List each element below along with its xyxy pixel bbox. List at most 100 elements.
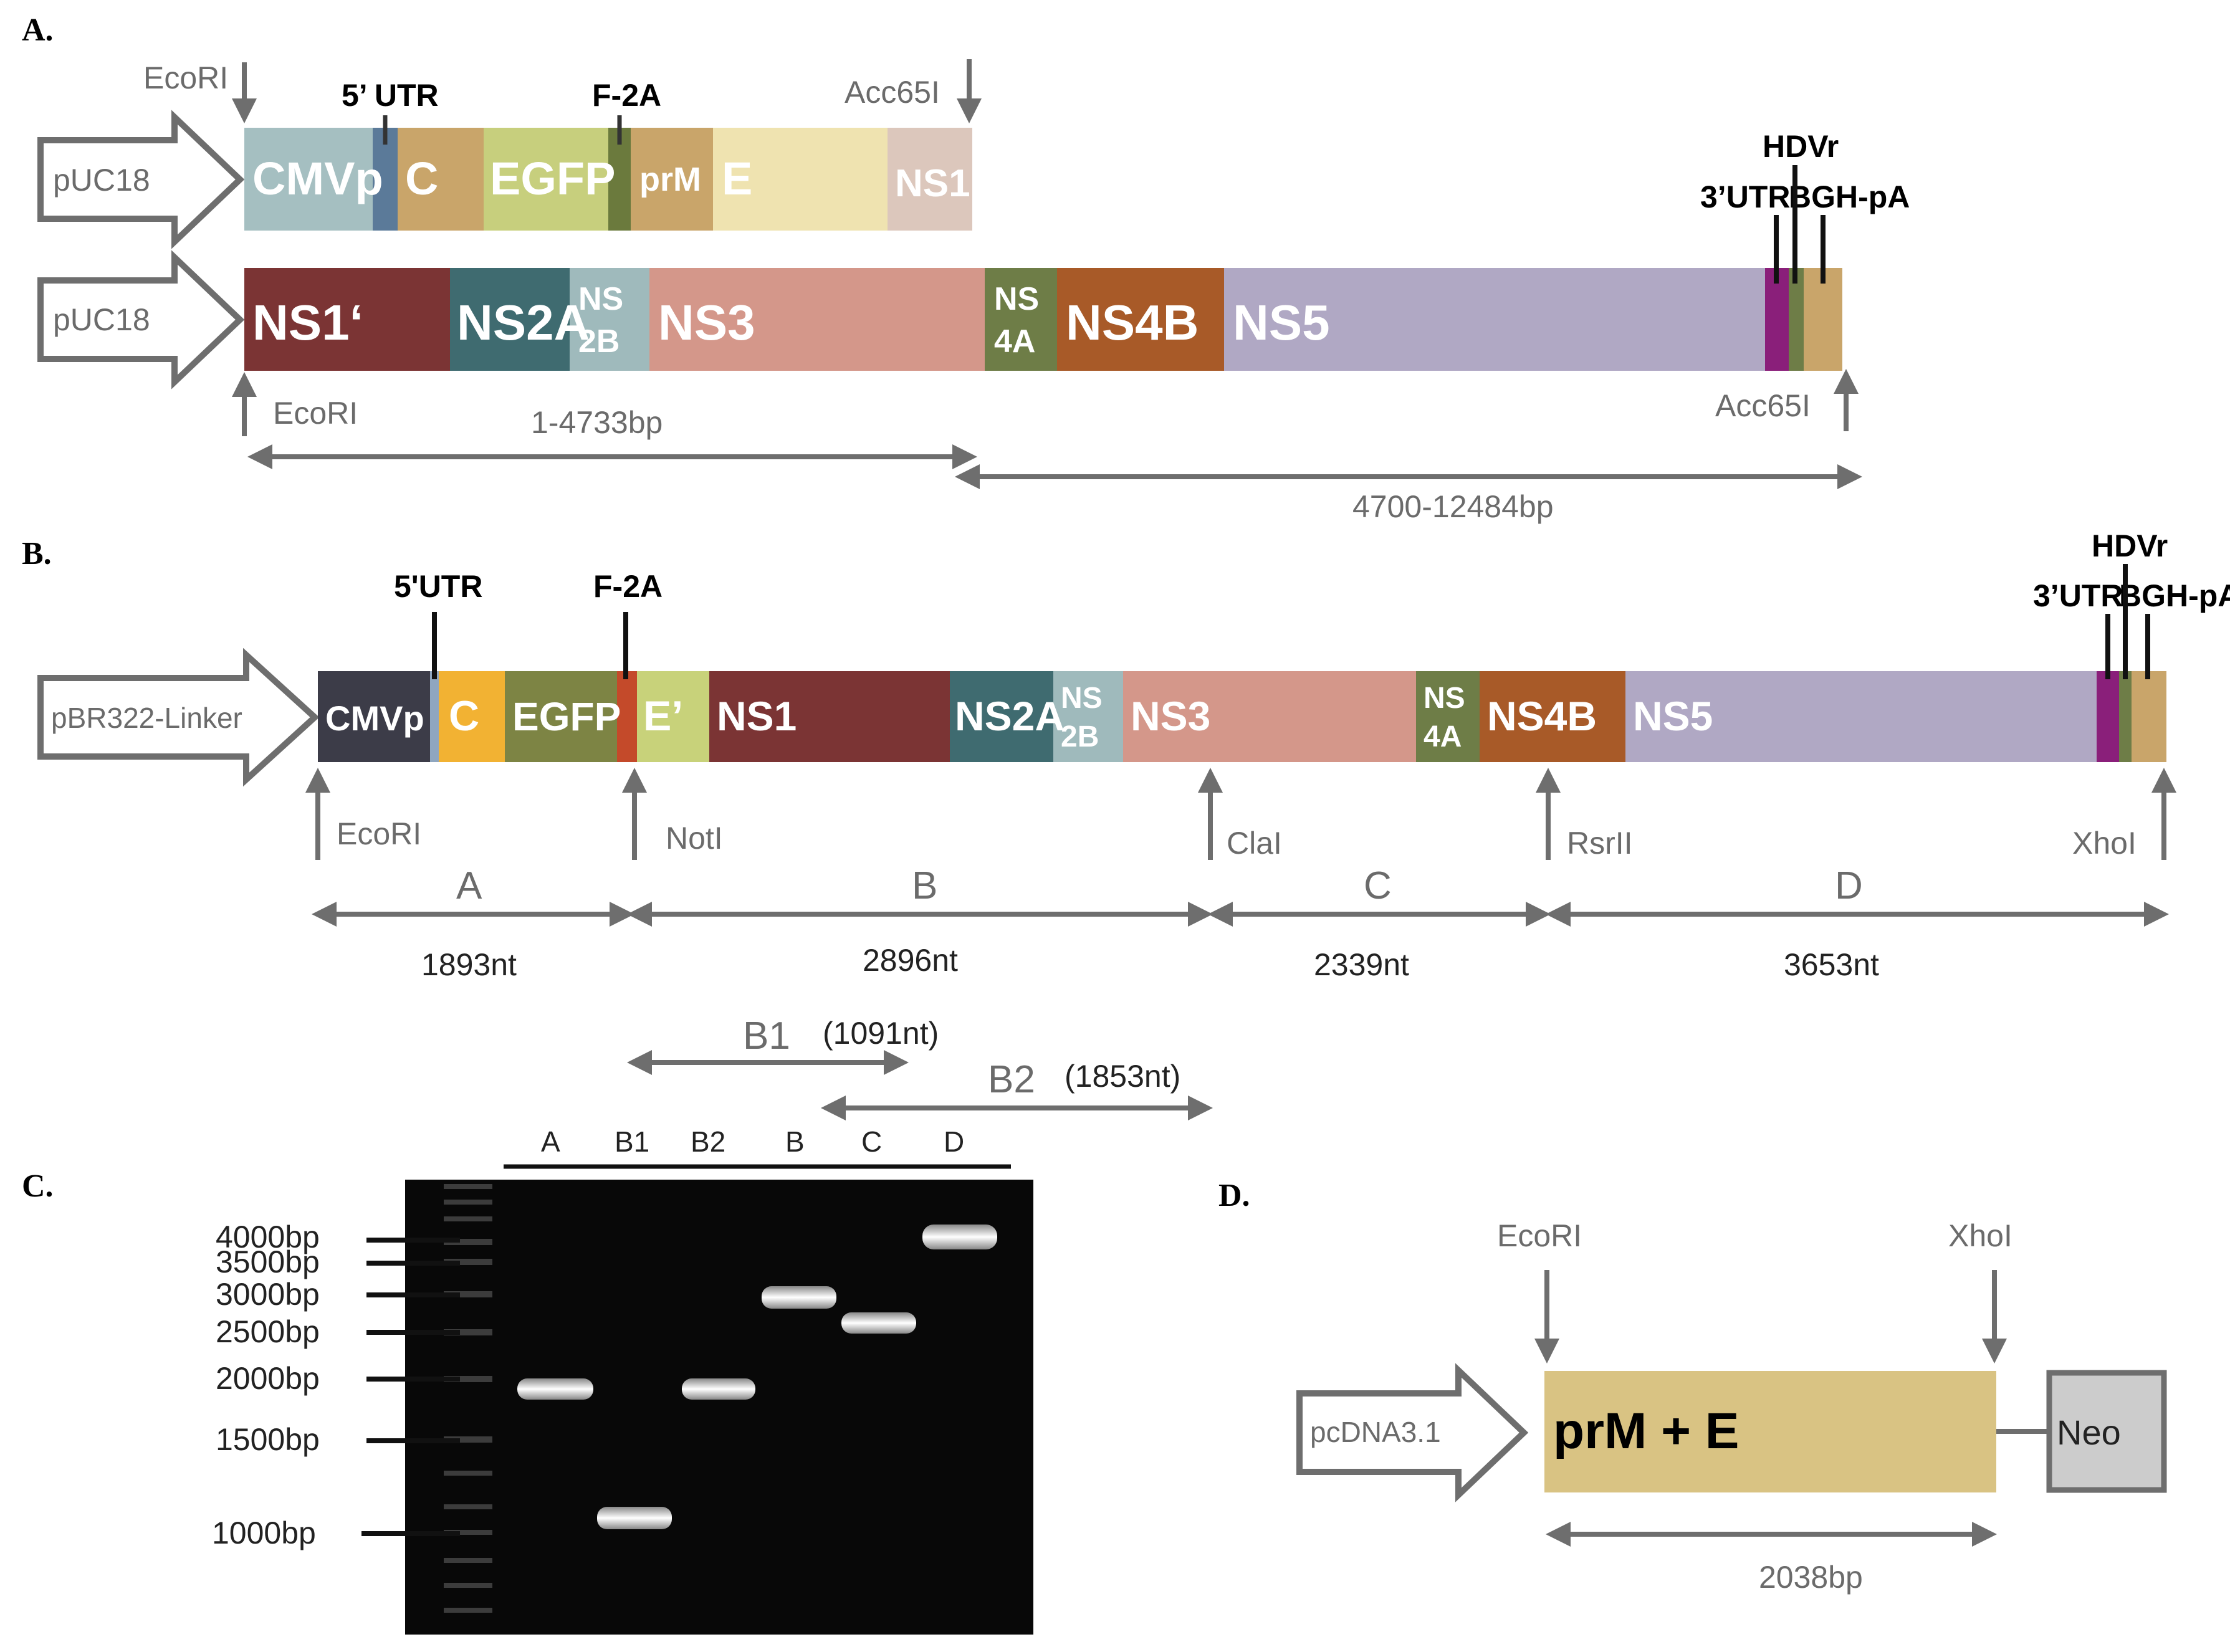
segment-label: NS1’ (895, 162, 981, 205)
segment-3utr (2097, 671, 2119, 762)
label-bgh-pa: BGH-pA (2119, 578, 2230, 613)
site-noti: NotI (666, 821, 723, 856)
label-5utr: 5’ UTR (342, 78, 439, 113)
segment-e (713, 128, 888, 231)
fragment-length: 2339nt (1314, 947, 1409, 982)
segment-label: NS3 (658, 295, 755, 350)
segment-egfp (505, 671, 617, 762)
segment-ns3 (1123, 671, 1416, 762)
segment-label: 2B (578, 323, 620, 360)
size-markers: 4000bp 3500bp 3000bp 2500bp 2000bp 1500b… (212, 1220, 460, 1550)
label-f2a: F-2A (593, 569, 663, 604)
segment-label: CMVp (252, 153, 383, 204)
fragment-name: C (1364, 864, 1392, 907)
marker-label: 3500bp (216, 1244, 320, 1279)
segment-ns4a (985, 268, 1057, 371)
panel-label-b: B. (22, 536, 52, 571)
subfragment-name: B2 (988, 1058, 1035, 1101)
site-clai: ClaI (1227, 826, 1282, 861)
vector-label: pcDNA3.1 (1310, 1416, 1441, 1448)
fragment-name: B (912, 864, 937, 907)
segment-ns1 (709, 671, 950, 762)
segment-hdvr (2119, 671, 2132, 762)
fragment-length: 3653nt (1784, 947, 1879, 982)
fragment-name: A (456, 864, 482, 907)
subfragment-length: (1091nt) (823, 1016, 939, 1051)
segment-f2a (617, 671, 637, 762)
marker-label: 1500bp (216, 1422, 320, 1457)
subfragment-name: B1 (743, 1015, 790, 1058)
neo-label: Neo (2057, 1413, 2121, 1452)
lane-label: D (944, 1125, 964, 1158)
label-hdvr: HDVr (1763, 129, 1839, 164)
segment-e-partial (637, 671, 709, 762)
segment-5utr (373, 128, 398, 231)
segment-label: NS (1061, 682, 1103, 715)
band-c (841, 1312, 916, 1334)
segment-label: CMVp (325, 699, 424, 738)
marker-label: 2000bp (216, 1361, 320, 1396)
segment-label: NS (578, 281, 623, 317)
vector-arrow-b (37, 647, 320, 787)
vector-arrow-a-bottom (37, 250, 245, 389)
segment-ns4b (1057, 268, 1224, 371)
segment-ns2a (950, 671, 1053, 762)
segment-label: EGFP (490, 153, 615, 204)
vector-arrow-d (1296, 1363, 1529, 1502)
segment-ns5 (1625, 671, 2097, 762)
marker-label: 2500bp (216, 1314, 320, 1349)
lane-label: B2 (691, 1125, 725, 1158)
segment-label: 4A (994, 323, 1035, 360)
segment-label: E’ (643, 692, 683, 740)
marker-label: 4000bp (216, 1220, 320, 1254)
segment-ns2b (1053, 671, 1123, 762)
fragment-length: 1893nt (421, 947, 517, 982)
site-ecori: EcoRI (337, 816, 421, 851)
segment-label: EGFP (512, 694, 621, 739)
segment-label: C (449, 692, 479, 740)
site-ecori: EcoRI (143, 60, 228, 95)
range-label: 1-4733bp (531, 405, 663, 440)
lane-label: B (785, 1125, 805, 1158)
segment-ns4a (1416, 671, 1480, 762)
segment-label: NS2A (955, 693, 1065, 739)
segment-label: C (405, 153, 438, 204)
label-3utr: 3’UTR (2033, 578, 2123, 613)
segment-label: E (722, 153, 752, 204)
panel-label-a: A. (22, 12, 54, 48)
segment-label: NS4B (1487, 693, 1597, 739)
construct-a-top: CMVp C EGFP prM E NS1’ (244, 128, 981, 231)
site-xhoi: XhoI (2072, 826, 2137, 861)
site-ecori: EcoRI (273, 396, 358, 431)
gel-background (405, 1180, 1033, 1635)
band-b (762, 1286, 836, 1309)
segment-label: NS (994, 281, 1039, 317)
vector-arrow-a-top (37, 110, 245, 249)
segment-hdvr (1789, 268, 1804, 371)
segment-label: NS3 (1131, 693, 1210, 739)
label-f2a: F-2A (592, 78, 661, 113)
construct-b: CMVp C EGFP E’ NS1 NS2A NS 2B NS3 NS 4A … (318, 671, 2166, 762)
band-b2 (682, 1378, 755, 1400)
vector-label: pUC18 (53, 163, 150, 198)
construct-a-bottom: NS1‘ NS2A NS 2B NS3 NS 4A NS4B NS5 (244, 268, 1842, 371)
marker-label: 1000bp (212, 1516, 316, 1550)
site-acc65i: Acc65I (845, 75, 940, 110)
segment-c (439, 671, 505, 762)
lane-label: C (861, 1125, 882, 1158)
segment-bgh-pa (2132, 671, 2166, 762)
vector-label: pBR322-Linker (51, 702, 242, 734)
segment-ns1-partial (888, 128, 972, 231)
band-d (922, 1225, 997, 1249)
label-hdvr: HDVr (2092, 528, 2168, 563)
segment-ns2a (450, 268, 570, 371)
segment-ns5 (1224, 268, 1765, 371)
marker-label: 3000bp (216, 1277, 320, 1312)
segment-prm (631, 128, 713, 231)
segment-ns3 (649, 268, 985, 371)
segment-label: NS4B (1066, 295, 1199, 350)
segment-f2a (608, 128, 631, 231)
segment-label: NS (1424, 682, 1465, 715)
length-label: 2038bp (1759, 1560, 1863, 1595)
